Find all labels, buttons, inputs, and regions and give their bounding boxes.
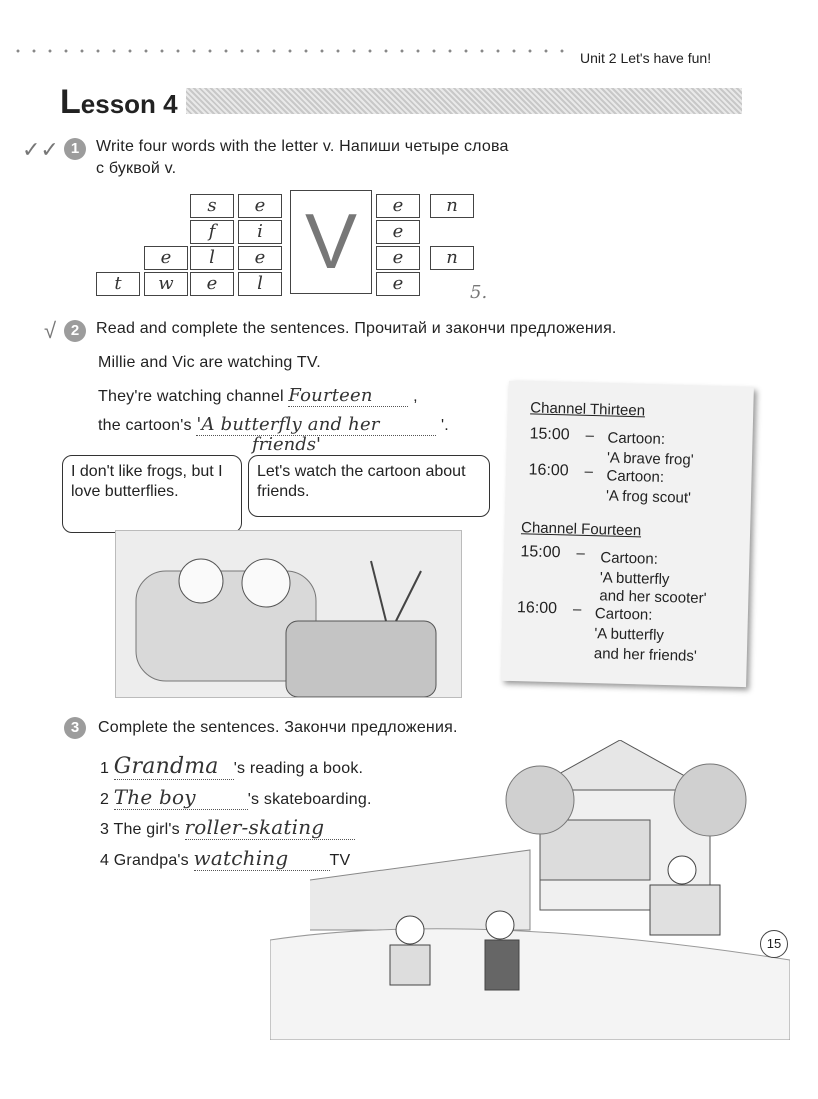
line3-suffix: '. [441,417,449,434]
ex3-item-2: 2 The boy's skateboarding. [100,785,372,810]
ex3-item-1: 1 Grandma's reading a book. [100,754,363,780]
teacher-check-marks: ✓✓ [22,137,59,162]
grid-cell[interactable]: n [430,194,474,218]
ch13-program-2b: 'A frog scout' [605,487,692,507]
channel-fourteen-heading: Channel Fourteen [520,519,642,540]
item-2-text: 's skateboarding. [247,791,372,808]
cartoon-answer-continued: friends' [252,434,321,455]
item-1-text: 's reading a book. [233,760,364,777]
exercise-2-line2: They're watching channel Fourteen , [98,385,418,407]
grid-cell[interactable]: e [376,194,420,218]
grid-cell[interactable]: f [190,220,234,244]
speech-bubble-right: Let's watch the cartoon about friends. [248,455,490,517]
tv-guide-notice: Channel Thirteen 15:00 – Cartoon: 'A bra… [501,380,754,688]
grid-cell[interactable]: l [190,246,234,270]
item-2-answer[interactable]: The boy [113,785,248,810]
grid-cell[interactable]: e [238,246,282,270]
speech-bubble-left: I don't like frogs, but I love butterfli… [62,455,242,533]
dash: – [576,544,586,562]
exercise-2-line3: the cartoon's 'A butterfly and her '. [98,414,449,436]
channel-answer[interactable]: Fourteen [288,385,409,407]
exercise-3-instruction: Complete the sentences. Закончи предложе… [98,719,458,736]
exercise-1-instruction-line2: с буквой v. [96,160,177,177]
page-number: 15 [760,930,788,958]
dash: – [572,600,582,618]
street-scene-illustration [270,740,790,1040]
exercise-1-number: 1 [64,138,86,160]
teacher-check-mark: √ [44,318,57,343]
line3-prefix: the cartoon's [98,417,192,434]
exercise-2-number: 2 [64,320,86,342]
ch14-time-2: 16:00 [516,599,558,618]
grid-cell[interactable]: e [376,246,420,270]
item-number: 3 [100,821,110,838]
grid-cell[interactable]: e [144,246,188,270]
item-4-suffix: TV [329,852,351,869]
cartoon-answer[interactable]: 'A butterfly and her [196,414,437,436]
ch13-program-1a: Cartoon: [607,429,666,448]
grid-cell[interactable]: l [238,272,282,296]
exercise-2-line1: Millie and Vic are watching TV. [98,354,321,371]
line2-suffix: , [413,388,418,405]
ch14-program-1b: 'A butterfly [599,569,670,589]
exercise-3-number: 3 [64,717,86,739]
ch13-time-2: 16:00 [528,461,569,480]
ch14-time-1: 15:00 [520,543,561,562]
channel-thirteen-heading: Channel Thirteen [530,399,646,420]
lesson-title-initial: L [60,83,81,121]
center-letter-box: V [290,190,372,294]
exercise-1-instruction-line1: Write four words with the letter v. Напи… [96,138,509,155]
ch13-program-1b: 'A brave frog' [606,449,694,469]
grid-cell[interactable]: e [376,272,420,296]
ch14-program-1a: Cartoon: [600,549,659,568]
item-3-prefix: The girl's [113,821,180,838]
grid-cell[interactable]: e [376,220,420,244]
ch14-program-1c: and her scooter' [599,587,707,608]
lesson-title: Lesson 4 [60,83,186,122]
exercise-2-instruction: Read and complete the sentences. Прочита… [96,320,617,337]
dash: – [585,426,595,445]
unit-title: Unit 2 Let's have fun! [580,50,712,66]
item-number: 4 [100,852,110,869]
ch13-program-2a: Cartoon: [606,467,665,486]
dash: – [584,462,594,481]
grid-cell[interactable]: w [144,272,188,296]
ex3-item-3: 3 The girl's roller-skating [100,815,355,840]
item-4-answer[interactable]: watching [193,846,330,871]
teacher-mark: 5. [470,282,488,303]
item-1-answer[interactable]: Grandma [113,754,234,780]
grid-cell[interactable]: i [238,220,282,244]
grid-cell[interactable]: n [430,246,474,270]
ch14-program-2c: and her friends' [593,645,697,665]
grid-cell[interactable]: e [190,272,234,296]
dotted-rule [10,48,570,54]
item-4-prefix: Grandpa's [113,852,189,869]
ch13-time-1: 15:00 [529,425,570,444]
ch14-program-2a: Cartoon: [594,605,653,624]
grid-cell[interactable]: s [190,194,234,218]
tv-scene-drawing [135,558,437,697]
lesson-title-rest: esson 4 [80,89,178,119]
ch14-program-2b: 'A butterfly [594,625,665,644]
grid-cell[interactable]: e [238,194,282,218]
grid-cell[interactable]: t [96,272,140,296]
item-number: 2 [100,791,110,808]
street-scene-drawing [270,740,790,1040]
item-number: 1 [100,760,110,777]
line2-prefix: They're watching channel [98,388,284,405]
item-3-answer[interactable]: roller-skating [184,815,355,840]
kids-watching-tv-illustration [115,530,462,698]
